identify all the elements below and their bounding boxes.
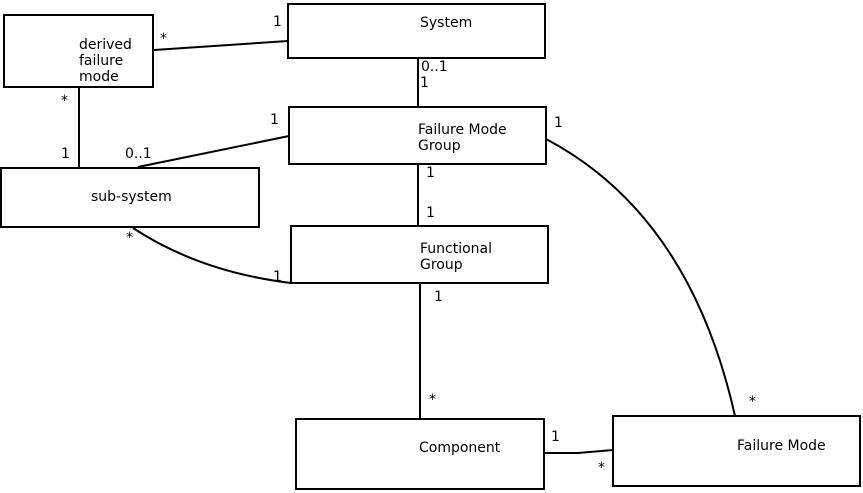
connector-failure-mode-group-failure-mode [545, 138, 736, 417]
connector-sub-system-functional-group [132, 227, 292, 284]
multiplicity-fmg-fg-near-fg: 1 [426, 205, 435, 221]
entity-functional-group-label: Functional Group [420, 241, 493, 273]
entity-system-label: System [420, 15, 473, 31]
connector-derived-failure-mode-system [153, 40, 289, 51]
entity-failure-mode-group: Failure Mode Group [288, 106, 547, 165]
multiplicity-subsystem-fg-near-subsystem: * [126, 230, 133, 246]
entity-sub-system-label: sub-system [91, 189, 172, 205]
entity-derived-failure-mode-label: derived failure mode [79, 37, 132, 85]
entity-sub-system: sub-system [0, 167, 260, 228]
connector-component-failure-mode [545, 449, 614, 454]
multiplicity-component-fm-near-fm: * [598, 460, 605, 476]
multiplicity-dfm-subsystem-near-subsystem: 1 [61, 146, 70, 162]
entity-component: Component [295, 418, 545, 490]
multiplicity-component-fm-near-component: 1 [551, 429, 560, 445]
multiplicity-fmg-fg-near-fmg: 1 [426, 165, 435, 181]
multiplicity-fg-component-near-fg: 1 [434, 289, 443, 305]
multiplicity-system-fmg-near-fmg: 1 [420, 75, 429, 91]
entity-component-label: Component [419, 440, 501, 456]
multiplicity-subsystem-fmg-near-subsystem: 0..1 [125, 146, 152, 162]
multiplicity-dfm-system-near-dfm: * [160, 31, 167, 47]
multiplicity-system-fmg-near-system: 0..1 [421, 59, 448, 75]
multiplicity-subsystem-fg-near-fg: 1 [273, 269, 282, 285]
multiplicity-dfm-system-near-system: 1 [273, 14, 282, 30]
entity-failure-mode-group-label: Failure Mode Group [418, 122, 507, 154]
entity-failure-mode: Failure Mode [612, 415, 861, 487]
multiplicity-dfm-subsystem-near-dfm: * [61, 93, 68, 109]
multiplicity-fmg-fm-near-fm: * [749, 394, 756, 410]
multiplicity-fmg-fm-near-fmg: 1 [554, 115, 563, 131]
multiplicity-subsystem-fmg-near-fmg: 1 [270, 112, 279, 128]
entity-failure-mode-label: Failure Mode [737, 438, 826, 454]
entity-functional-group: Functional Group [290, 225, 549, 284]
connector-sub-system-failure-mode-group [137, 135, 290, 168]
entity-system: System [287, 3, 546, 59]
multiplicity-fg-component-near-component: * [429, 392, 436, 408]
entity-derived-failure-mode: derived failure mode [3, 14, 154, 88]
